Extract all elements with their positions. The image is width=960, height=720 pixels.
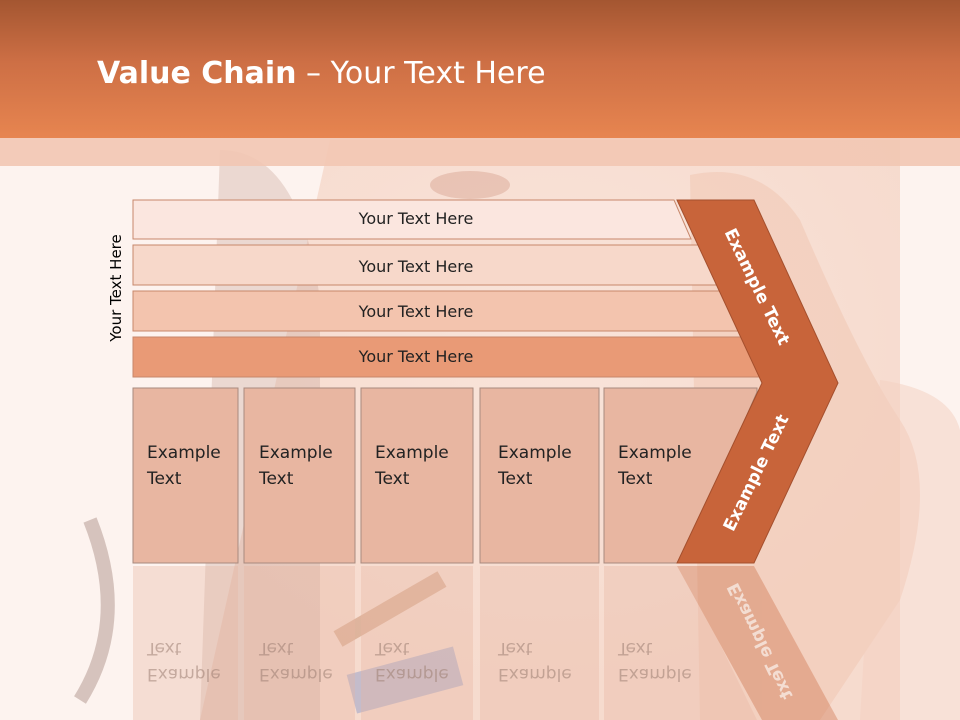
- bar-2-label: Your Text Here: [358, 257, 474, 276]
- reflection: [133, 566, 838, 720]
- bar-1-label: Your Text Here: [358, 209, 474, 228]
- box-1: [132, 387, 239, 564]
- box-1-reflection: Example Text: [147, 638, 221, 684]
- box-5-label: Example Text: [618, 443, 692, 489]
- box-3-reflection: Example Text: [375, 638, 449, 684]
- slide-title: Value Chain – Your Text Here: [97, 54, 546, 94]
- box-2: [243, 387, 356, 564]
- bar-3-label: Your Text Here: [358, 302, 474, 321]
- box-4-reflection: Example Text: [498, 638, 572, 684]
- box-1-label: Example Text: [147, 443, 221, 489]
- chevron-arrow: [676, 199, 839, 564]
- box-4-label: Example Text: [498, 443, 572, 489]
- bar-1: [132, 199, 692, 240]
- box-2-reflection: Example Text: [259, 638, 333, 684]
- box-3-label: Example Text: [375, 443, 449, 489]
- box-3: [360, 387, 474, 564]
- title-bold: Value Chain: [97, 56, 297, 91]
- box-4: [479, 387, 600, 564]
- title-rest: – Your Text Here: [296, 56, 546, 91]
- header-bar: [0, 0, 960, 138]
- box-5-reflection: Example Text: [618, 638, 692, 684]
- header-band: [0, 138, 960, 166]
- box-2-label: Example Text: [259, 443, 333, 489]
- bar-4-label: Your Text Here: [358, 347, 474, 366]
